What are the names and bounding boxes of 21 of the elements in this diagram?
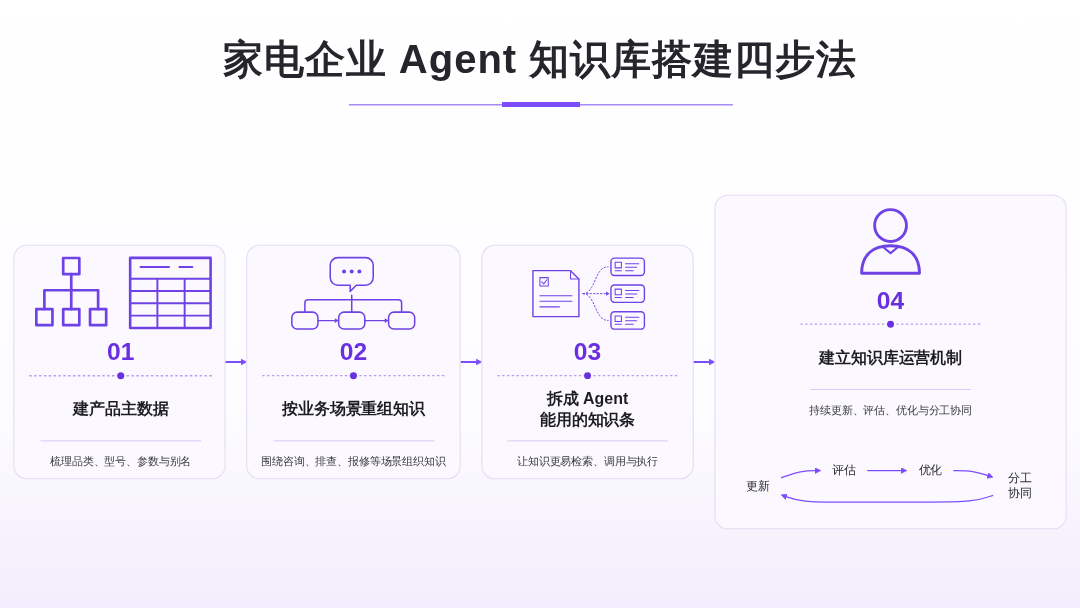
cycle-label: 评估 [832, 463, 856, 479]
step-description: 梳理品类、型号、参数与别名 [50, 455, 192, 470]
step-number: 01 [107, 337, 135, 367]
step-description: 持续更新、评估、优化与分工协同 [809, 403, 972, 418]
step-title: 建产品主数据 [73, 399, 169, 421]
step-title: 拆成 Agent 能用的知识条 [538, 388, 637, 431]
arrow [866, 467, 908, 474]
arrow [952, 470, 994, 479]
cycle-label: 更新 [746, 478, 770, 494]
step-description: 让知识更易检索、调用与执行 [517, 454, 659, 470]
cycle-label: 优化 [918, 463, 942, 479]
step-number: 02 [339, 337, 368, 367]
step-description: 围绕咨询、排查、报修等场景组织知识 [261, 454, 446, 470]
step-title: 建立知识库运营机制 [818, 347, 963, 369]
step-number: 04 [876, 286, 905, 315]
arrow [780, 493, 994, 503]
title: 家电企业 Agent 知识库搭建四步法 [222, 36, 858, 82]
arrow [780, 467, 822, 479]
step-number: 03 [573, 337, 602, 367]
cycle-label: 分工协同 [1007, 471, 1033, 502]
step-title: 按业务场景重组知识 [281, 399, 426, 421]
